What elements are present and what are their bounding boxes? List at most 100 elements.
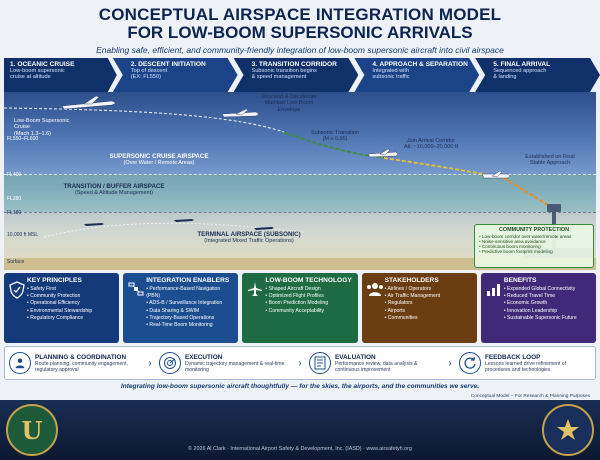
card-item: Expanded Global Connectivity <box>504 286 593 293</box>
step-feedback: FEEDBACK LOOP Lessons learned drive refi… <box>455 352 595 374</box>
phase-desc: & speed management <box>251 74 307 81</box>
callout-line: Established on Final <box>525 154 575 160</box>
card-item: Regulators <box>385 300 474 307</box>
card-title: INTEGRATION ENABLERS <box>146 277 230 284</box>
card-item: Trajectory-Based Operations <box>146 315 235 322</box>
phase-transition-corridor: 3. TRANSITION CORRIDOR Subsonic transiti… <box>233 58 359 92</box>
phase-title: 5. FINAL ARRIVAL <box>493 61 551 68</box>
established-callout: Established on Final Stable Approach <box>510 154 590 167</box>
subsonic-aircraft <box>367 148 399 158</box>
terminal-airspace-label: TERMINAL AIRSPACE (SUBSONIC) (Integrated… <box>164 231 334 245</box>
card-item: ADS-B / Surveillance Integration <box>146 300 235 307</box>
airspace-title: TRANSITION / BUFFER AIRSPACE <box>63 183 165 190</box>
card-item: Community Acceptability <box>265 308 354 315</box>
subsonic-transition-callout: Subsonic Transition (M ≤ 0.95) <box>300 130 370 143</box>
card-title: BENEFITS <box>503 277 537 284</box>
callout-line: Cruise <box>14 124 30 131</box>
card-key-principles: KEY PRINCIPLES Safety First Community Pr… <box>4 273 120 343</box>
step-execution: EXECUTION Dynamic trajectory management … <box>155 352 295 374</box>
terminal-aircraft <box>84 219 274 230</box>
card-item: Environmental Stewardship <box>27 308 116 315</box>
phase-desc: (EX: FL550) <box>130 74 161 81</box>
phase-desc: Low-boom supersonic <box>10 68 65 74</box>
card-low-boom-technology: LOW-BOOM TECHNOLOGY Shaped Aircraft Desi… <box>242 273 358 343</box>
arrow-right-icon: › <box>298 357 302 369</box>
transition-band <box>4 174 596 212</box>
phase-desc: cruise at altitude <box>10 74 51 81</box>
phase-approach-separation: 4. APPROACH & SEPARATION Integrated with… <box>354 58 480 92</box>
community-item: Continuous boom monitoring <box>479 244 589 249</box>
phase-desc: Subsonic transition begins <box>251 68 317 74</box>
category-cards: KEY PRINCIPLES Safety First Community Pr… <box>4 273 597 343</box>
card-item: Air Traffic Management <box>385 293 474 300</box>
cruise-callout: Low-Boom Supersonic Cruise (Mach 1.3–1.6… <box>14 118 94 137</box>
people-icon <box>9 352 31 374</box>
tagline: Integrating low-boom supersonic aircraft… <box>120 383 480 390</box>
card-item: Regulatory Compliance <box>27 315 116 322</box>
ground-band <box>4 258 596 270</box>
refresh-icon <box>459 352 481 374</box>
card-item: Safety First <box>27 286 116 293</box>
altitude-label: 10,000 ft MSL <box>7 232 39 238</box>
bar-chart-icon <box>484 277 504 339</box>
community-protection-box: COMMUNITY PROTECTION Low-boom corridor o… <box>474 224 594 268</box>
altitude-label: FL550–FL600 <box>7 136 39 142</box>
airspace-subtitle: (Speed & Altitude Management) <box>75 190 153 197</box>
phase-bar: 1. OCEANIC CRUISE Low-boom supersonic cr… <box>4 58 600 92</box>
altitude-label: FL180 <box>7 210 22 216</box>
descending-aircraft <box>221 108 260 118</box>
card-item: Innovation Leadership <box>504 308 593 315</box>
callout-line: Join Arrival Corridor <box>406 138 456 144</box>
card-item: Airlines / Operators <box>385 286 474 293</box>
callout-line: Stable Approach <box>529 160 571 167</box>
airspace-subtitle: (Over Water / Remote Areas) <box>123 160 195 167</box>
phase-title: 3. TRANSITION CORRIDOR <box>251 61 337 68</box>
title-line-1: CONCEPTUAL AIRSPACE INTEGRATION MODEL <box>98 5 502 24</box>
airspace-title: TERMINAL AIRSPACE (SUBSONIC) <box>197 231 301 238</box>
airspace-title: SUPERSONIC CRUISE AIRSPACE <box>109 153 209 160</box>
page-subtitle: Enabling safe, efficient, and community-… <box>96 45 504 55</box>
phase-desc: Integrated with <box>372 68 410 74</box>
callout-line: Envelope <box>277 106 301 113</box>
checklist-icon <box>309 352 331 374</box>
phase-descent-initiation: 2. DESCENT INITIATION Top of descent (EX… <box>112 58 238 92</box>
phase-desc: Top of descent <box>130 68 168 74</box>
card-item: Data Sharing & SWIM <box>146 308 235 315</box>
card-item: Sustainable Supersonic Future <box>504 315 593 322</box>
step-planning: PLANNING & COORDINATION Route planning, … <box>5 352 145 374</box>
card-item: Optimized Flight Profiles <box>265 293 354 300</box>
transition-airspace-label: TRANSITION / BUFFER AIRSPACE (Speed & Al… <box>34 183 194 197</box>
card-item: Reduced Travel Time <box>504 293 593 300</box>
final-aircraft <box>481 170 511 179</box>
community-item: Noise-sensitive area avoidance <box>479 239 589 244</box>
aircraft-icon <box>245 277 265 339</box>
card-item: Economic Growth <box>504 300 593 307</box>
callout-line: Maintain Low-Boom <box>264 100 314 107</box>
callout-line: Low-Boom Supersonic <box>14 118 70 124</box>
card-stakeholders: STAKEHOLDERS Airlines / Operators Air Tr… <box>361 273 477 343</box>
phase-title: 1. OCEANIC CRUISE <box>10 61 75 68</box>
step-title: PLANNING & COORDINATION <box>35 353 127 361</box>
card-item: Operational Efficiency <box>27 300 116 307</box>
step-desc: Dynamic trajectory management & real-tim… <box>185 360 285 373</box>
card-item: Boom Prediction Modeling <box>265 300 354 307</box>
supersonic-airspace-label: SUPERSONIC CRUISE AIRSPACE (Over Water /… <box>84 153 234 167</box>
phase-desc: Sequenced approach <box>493 68 547 74</box>
process-flow: PLANNING & COORDINATION Route planning, … <box>4 346 596 380</box>
community-item: Predictive boom footprint modeling <box>479 249 589 254</box>
callout-line: (M ≤ 0.95) <box>322 136 348 143</box>
footer: U © 2026 Al Clark · International Airpor… <box>0 400 600 460</box>
phase-title: 4. APPROACH & SEPARATION <box>372 61 468 68</box>
satellite-icon <box>126 277 146 339</box>
community-title: COMMUNITY PROTECTION <box>499 227 569 233</box>
radar-icon <box>159 352 181 374</box>
phase-oceanic-cruise: 1. OCEANIC CRUISE Low-boom supersonic cr… <box>4 58 117 92</box>
card-title: STAKEHOLDERS <box>384 277 439 284</box>
card-item: Real-Time Boom Monitoring <box>146 322 235 329</box>
card-benefits: BENEFITS Expanded Global Connectivity Re… <box>480 273 597 343</box>
card-item: Communities <box>385 315 474 322</box>
arrow-right-icon: › <box>448 357 452 369</box>
altitude-label: Surface <box>7 259 25 265</box>
shield-check-icon <box>7 277 27 339</box>
card-item: Airports <box>385 308 474 315</box>
